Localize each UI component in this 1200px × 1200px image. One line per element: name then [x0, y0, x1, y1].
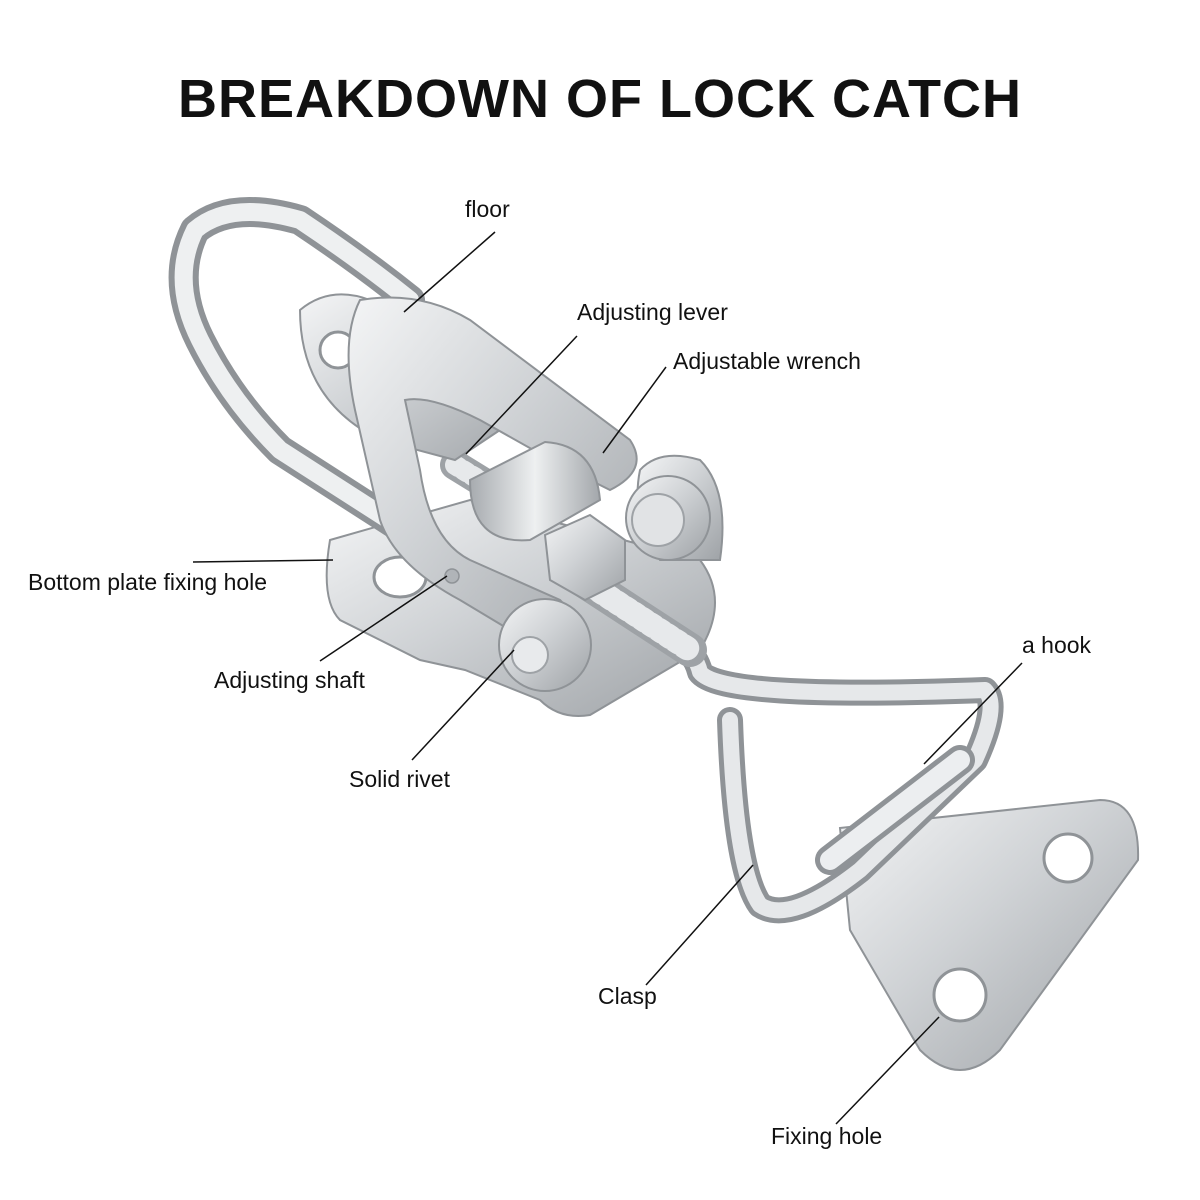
label-adjusting-lever: Adjusting lever	[577, 299, 728, 325]
label-fixing-hole: Fixing hole	[771, 1123, 883, 1149]
leader-adjustable-wrench	[602, 366, 667, 454]
label-a-hook: a hook	[1022, 632, 1092, 658]
leader-adjusting-lever	[465, 335, 578, 455]
label-floor: floor	[465, 196, 510, 222]
leader-fixing-hole	[835, 1016, 940, 1125]
hook-wire	[587, 597, 1004, 924]
leader-solid-rivet	[411, 649, 515, 761]
label-adjusting-shaft: Adjusting shaft	[214, 667, 365, 693]
label-bottom-plate-fixing-hole: Bottom plate fixing hole	[28, 569, 268, 595]
adjusting-block	[468, 440, 602, 542]
label-clasp: Clasp	[598, 983, 657, 1009]
clasp-plate	[838, 798, 1140, 1071]
hex-nut	[543, 513, 626, 602]
leader-clasp	[645, 864, 754, 986]
lever-body	[347, 296, 638, 662]
leader-floor	[403, 231, 496, 313]
label-solid-rivet: Solid rivet	[349, 766, 450, 792]
leader-a-hook	[923, 662, 1023, 765]
leader-lines	[192, 231, 1023, 1125]
page-title: BREAKDOWN OF LOCK CATCH	[178, 69, 1022, 129]
leader-bottom-plate-fixing-hole	[192, 559, 334, 563]
leader-adjusting-shaft	[319, 575, 448, 662]
wire-lever	[168, 197, 435, 555]
label-adjustable-wrench: Adjustable wrench	[673, 348, 861, 374]
rivets	[444, 475, 711, 692]
